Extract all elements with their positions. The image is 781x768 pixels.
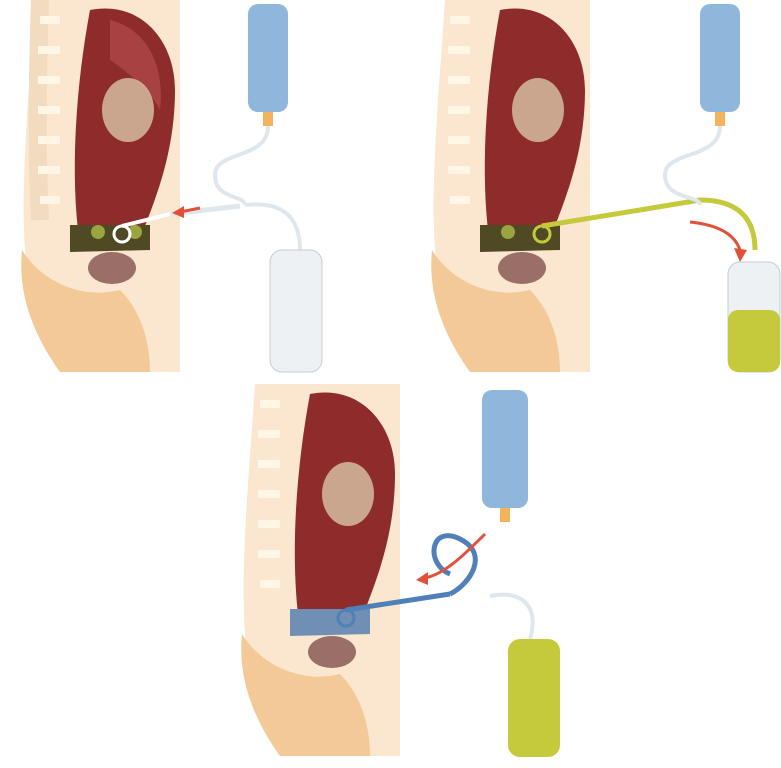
diagram-drain-initial [0,0,400,384]
panel-fill-in [220,384,620,768]
drainage-bag-icon [245,204,322,372]
flow-arrow [690,222,747,262]
dialysis-solution-bag-icon [215,4,288,205]
drainage-bag-icon [728,262,780,372]
drainage-bag-icon [490,595,560,757]
dialysis-solution-bag-icon [665,4,740,205]
diagram-drain-out [410,0,781,384]
panel-drain-initial [0,0,400,384]
dialysis-solution-bag-icon [482,390,528,522]
diagram-fill-in [220,384,620,768]
panel-drain-out [410,0,781,384]
